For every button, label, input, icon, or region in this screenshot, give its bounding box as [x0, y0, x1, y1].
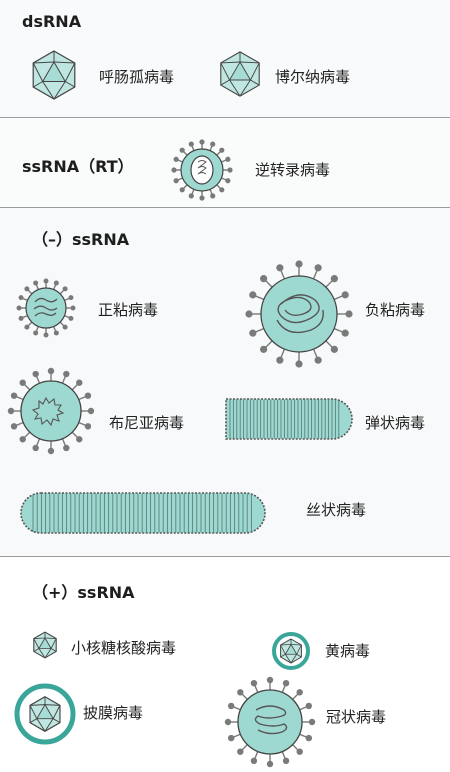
rhabdovirus-icon — [225, 398, 353, 440]
divider — [0, 556, 450, 557]
pos-ssrna-section — [0, 557, 450, 772]
filovirus-icon — [20, 492, 266, 534]
orthomyxovirus-icon — [16, 278, 76, 338]
virus-label-bunyavirus: 布尼亚病毒 — [109, 414, 185, 432]
dsrna-section — [0, 0, 450, 117]
virus-label-togavirus: 披膜病毒 — [83, 704, 144, 722]
divider — [0, 207, 450, 208]
virus-label-flavivirus: 黄病毒 — [325, 642, 371, 660]
virus-label-picornavirus: 小核糖核酸病毒 — [71, 639, 177, 657]
bornavirus-icosahedron-icon — [220, 51, 260, 97]
reovirus-icosahedron-icon — [32, 50, 76, 100]
coronavirus-icon — [224, 676, 316, 768]
neg-ssrna-heading: （–）ssRNA — [32, 230, 130, 249]
togavirus-icon — [14, 683, 76, 745]
virus-label-coronavirus: 冠状病毒 — [326, 708, 387, 726]
virus-label-filovirus: 丝状病毒 — [306, 501, 367, 519]
ssrna-rt-section — [0, 118, 450, 207]
bunyavirus-icon — [7, 367, 95, 455]
virus-label-orthomyxovirus: 正粘病毒 — [98, 301, 159, 319]
virus-label-retrovirus: 逆转录病毒 — [255, 161, 331, 179]
picornavirus-icosahedron-icon — [33, 631, 57, 659]
dsrna-heading: dsRNA — [22, 12, 82, 31]
virus-label-rhabdovirus: 弹状病毒 — [365, 414, 426, 432]
virus-label-reovirus: 呼肠孤病毒 — [99, 68, 175, 86]
ssrna-rt-heading: ssRNA（RT） — [22, 157, 134, 176]
pos-ssrna-heading: （+）ssRNA — [32, 583, 135, 602]
paramyxovirus-icon — [245, 260, 353, 368]
divider — [0, 117, 450, 118]
virus-label-paramyxovirus: 负粘病毒 — [365, 301, 426, 319]
retrovirus-icon — [171, 139, 233, 201]
flavivirus-icon — [272, 632, 310, 670]
virus-label-bornavirus: 博尔纳病毒 — [275, 68, 351, 86]
